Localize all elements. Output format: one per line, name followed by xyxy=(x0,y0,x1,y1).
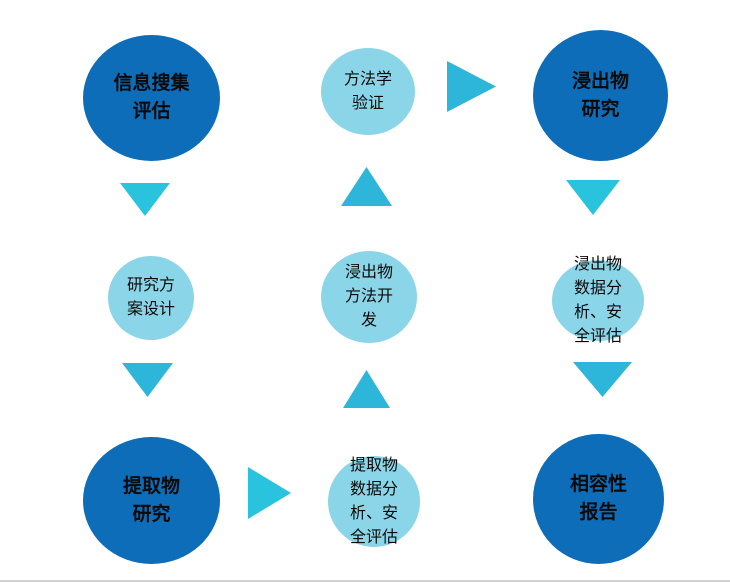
arrow-right-icon xyxy=(447,61,496,112)
node-extractables-data-analysis: 提取物 数据分 析、安 全评估 xyxy=(328,456,420,547)
node-method-validation: 方法学 验证 xyxy=(321,48,415,135)
arrow-down-icon xyxy=(122,363,173,397)
arrow-down-icon xyxy=(566,180,620,215)
node-leachables-study: 浸出物 研究 xyxy=(533,30,668,161)
node-leachables-data-analysis: 浸出物 数据分 析、安 全评估 xyxy=(552,256,644,345)
node-plan-design: 研究方 案设计 xyxy=(108,256,194,340)
bottom-divider xyxy=(0,580,730,582)
arrow-up-icon xyxy=(341,167,392,206)
node-compatibility-report: 相容性 报告 xyxy=(533,434,664,564)
arrow-down-icon xyxy=(573,362,632,397)
arrow-right-icon xyxy=(248,467,291,519)
arrow-up-icon xyxy=(343,370,390,408)
node-extractables-study: 提取物 研究 xyxy=(83,437,220,564)
arrow-down-icon xyxy=(120,183,170,216)
node-info-collection: 信息搜集 评估 xyxy=(83,35,220,161)
node-leachables-method-dev: 浸出物 方法开 发 xyxy=(321,251,417,343)
